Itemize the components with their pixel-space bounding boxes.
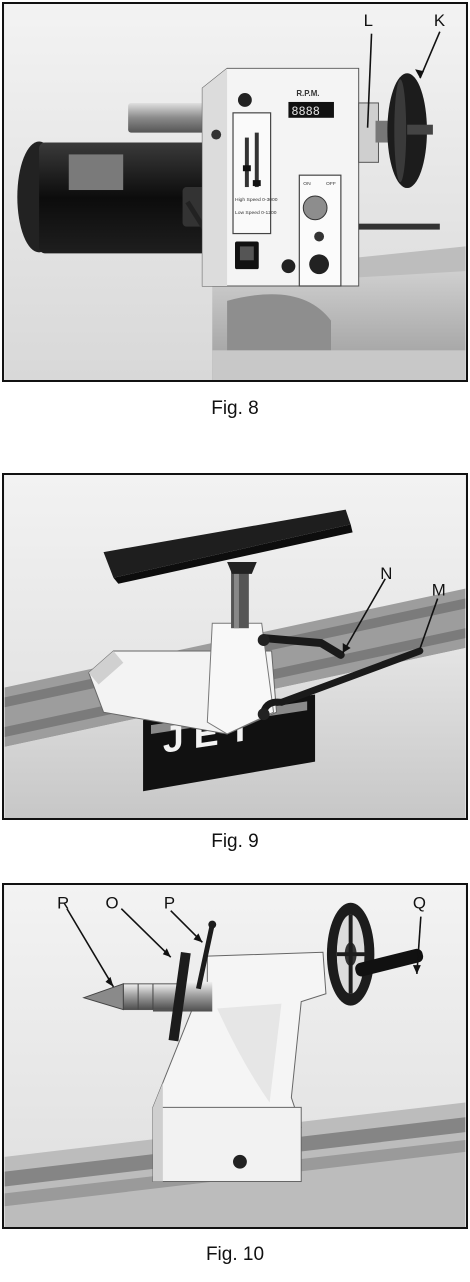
figure-9-caption: Fig. 9 [211, 831, 259, 852]
off-label: OFF [326, 181, 336, 187]
figure-10-tailstock-photo: R O P Q [2, 883, 468, 1229]
callout-p: P [164, 894, 175, 913]
callout-l: L [364, 11, 373, 30]
figure-9-tool-rest-photo: JET N M [2, 473, 468, 820]
callout-r: R [57, 894, 69, 913]
figure-8-headstock-photo: High Speed 0-3000 Low Speed 0-1200 R.P.M… [2, 2, 468, 382]
headstock-illustration: High Speed 0-3000 Low Speed 0-1200 R.P.M… [4, 4, 466, 380]
callout-o: O [106, 894, 119, 913]
callout-n: N [380, 564, 392, 583]
callout-m: M [432, 581, 446, 600]
figure-10-caption: Fig. 10 [205, 1244, 265, 1265]
rpm-label: R.P.M. [296, 89, 319, 98]
callout-q: Q [413, 894, 426, 913]
high-speed-label: High Speed 0-3000 [235, 197, 278, 203]
on-label: ON [303, 181, 311, 187]
callout-k: K [434, 11, 446, 30]
low-speed-label: Low Speed 0-1200 [235, 210, 277, 216]
tool-rest-illustration: JET N M [4, 475, 466, 818]
figure-8-caption: Fig. 8 [211, 398, 259, 419]
tailstock-illustration: R O P Q [4, 885, 466, 1227]
rpm-digits: 8888 [291, 104, 320, 118]
